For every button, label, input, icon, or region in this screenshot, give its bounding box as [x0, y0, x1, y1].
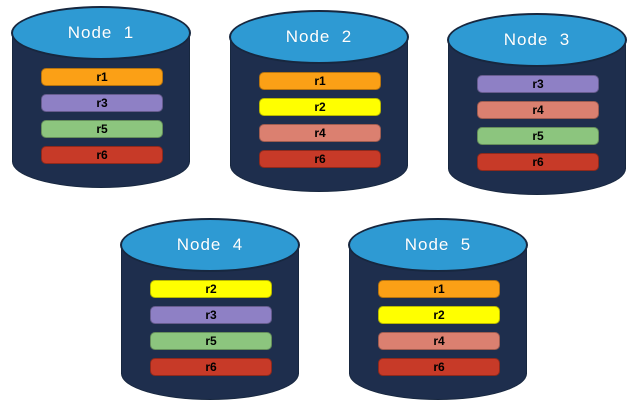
replica-bar-r6: r6 — [477, 153, 599, 171]
node-label: Node 5 — [404, 235, 472, 254]
replica-bar-r1: r1 — [259, 72, 381, 90]
cylinder-top: Node 3 — [447, 13, 627, 67]
node-label: Node 1 — [67, 23, 135, 42]
cylinder-top: Node 5 — [348, 218, 528, 272]
node-label: Node 3 — [503, 30, 571, 49]
replica-bar-r4: r4 — [259, 124, 381, 142]
replica-bar-r2: r2 — [150, 280, 272, 298]
replica-bar-r5: r5 — [477, 127, 599, 145]
replica-list: r1 r2 r4 r6 — [378, 280, 500, 376]
replica-bar-r2: r2 — [378, 306, 500, 324]
replica-bar-r3: r3 — [150, 306, 272, 324]
replica-bar-r6: r6 — [378, 358, 500, 376]
replica-bar-r5: r5 — [150, 332, 272, 350]
replica-bar-r1: r1 — [41, 68, 163, 86]
node-cylinder-node-5: Node 5 r1 r2 r4 r6 — [348, 218, 528, 400]
node-cylinder-node-1: Node 1 r1 r3 r5 r6 — [11, 6, 191, 188]
node-cylinder-node-2: Node 2 r1 r2 r4 r6 — [229, 10, 409, 192]
cylinder-top: Node 4 — [120, 218, 300, 272]
replica-list: r1 r3 r5 r6 — [41, 68, 163, 164]
replica-bar-r2: r2 — [259, 98, 381, 116]
replica-list: r2 r3 r5 r6 — [150, 280, 272, 376]
node-cylinder-node-4: Node 4 r2 r3 r5 r6 — [120, 218, 300, 400]
cylinder-top: Node 1 — [11, 6, 191, 60]
node-label: Node 4 — [176, 235, 244, 254]
replica-bar-r4: r4 — [477, 101, 599, 119]
replica-list: r3 r4 r5 r6 — [477, 75, 599, 171]
node-cylinder-node-3: Node 3 r3 r4 r5 r6 — [447, 13, 627, 195]
replica-list: r1 r2 r4 r6 — [259, 72, 381, 168]
node-label: Node 2 — [285, 27, 353, 46]
replica-bar-r3: r3 — [477, 75, 599, 93]
replica-bar-r6: r6 — [41, 146, 163, 164]
replica-bar-r6: r6 — [259, 150, 381, 168]
cylinder-top: Node 2 — [229, 10, 409, 64]
replica-bar-r5: r5 — [41, 120, 163, 138]
replica-bar-r6: r6 — [150, 358, 272, 376]
replica-bar-r4: r4 — [378, 332, 500, 350]
replica-bar-r1: r1 — [378, 280, 500, 298]
replica-bar-r3: r3 — [41, 94, 163, 112]
